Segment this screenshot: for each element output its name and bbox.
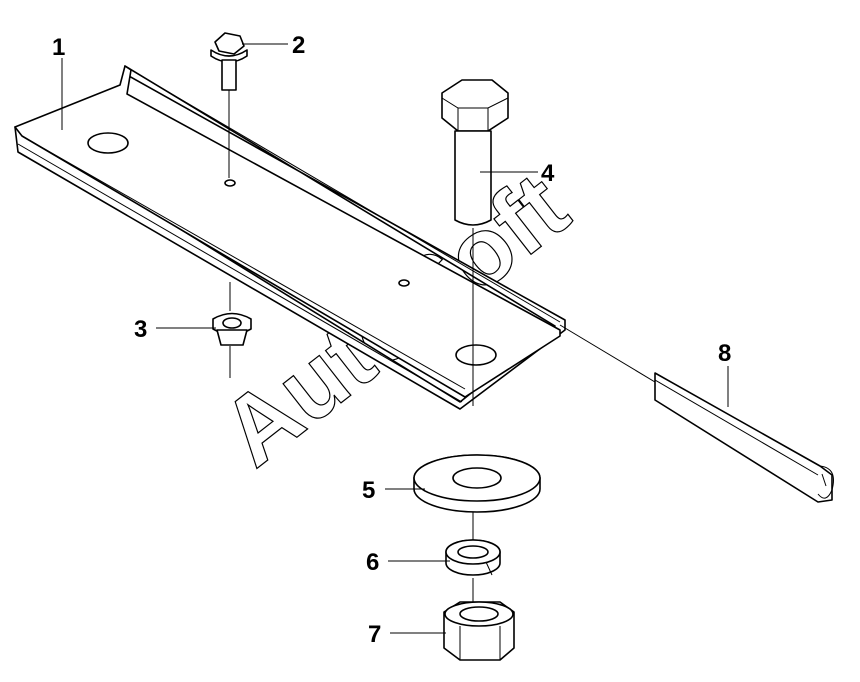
part-7-hex-nut <box>443 601 515 661</box>
part-1-channel-bracket <box>14 65 566 410</box>
callout-4: 4 <box>541 160 555 187</box>
callout-6: 6 <box>366 549 379 576</box>
callout-2: 2 <box>292 32 305 59</box>
channel-hole-left <box>87 132 129 154</box>
channel-hole-right <box>455 344 497 366</box>
callout-8: 8 <box>718 340 731 367</box>
part-2-flange-bolt <box>210 32 248 178</box>
part-5-flat-washer <box>413 454 541 540</box>
channel-hole-small-a <box>224 179 236 187</box>
part-8-edge-trim <box>559 324 834 503</box>
part-6-lock-washer <box>445 539 501 605</box>
part-4-hex-bolt <box>441 79 509 406</box>
channel-hole-small-b <box>398 279 410 287</box>
callout-3: 3 <box>134 316 147 343</box>
part-3-flange-nut <box>212 282 252 378</box>
callout-7: 7 <box>368 621 381 648</box>
callout-1: 1 <box>52 34 65 61</box>
callout-5: 5 <box>362 477 375 504</box>
